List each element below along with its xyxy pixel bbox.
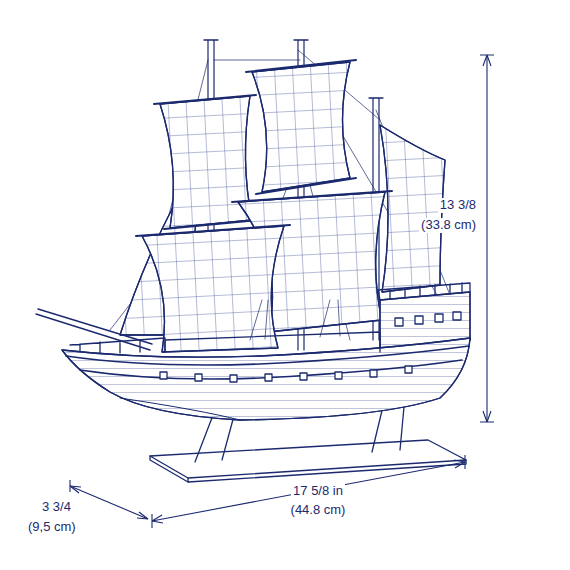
dimension-label: (44.8 cm) xyxy=(289,503,348,518)
dimension-label: (33.8 cm) xyxy=(419,218,478,233)
dimension-label: 13 3/8 xyxy=(438,198,478,213)
dimension-label: 3 3/4 xyxy=(40,500,73,515)
dimension-label: (9,5 cm) xyxy=(26,520,78,535)
dimension-label: 17 5/8 in xyxy=(291,484,345,499)
